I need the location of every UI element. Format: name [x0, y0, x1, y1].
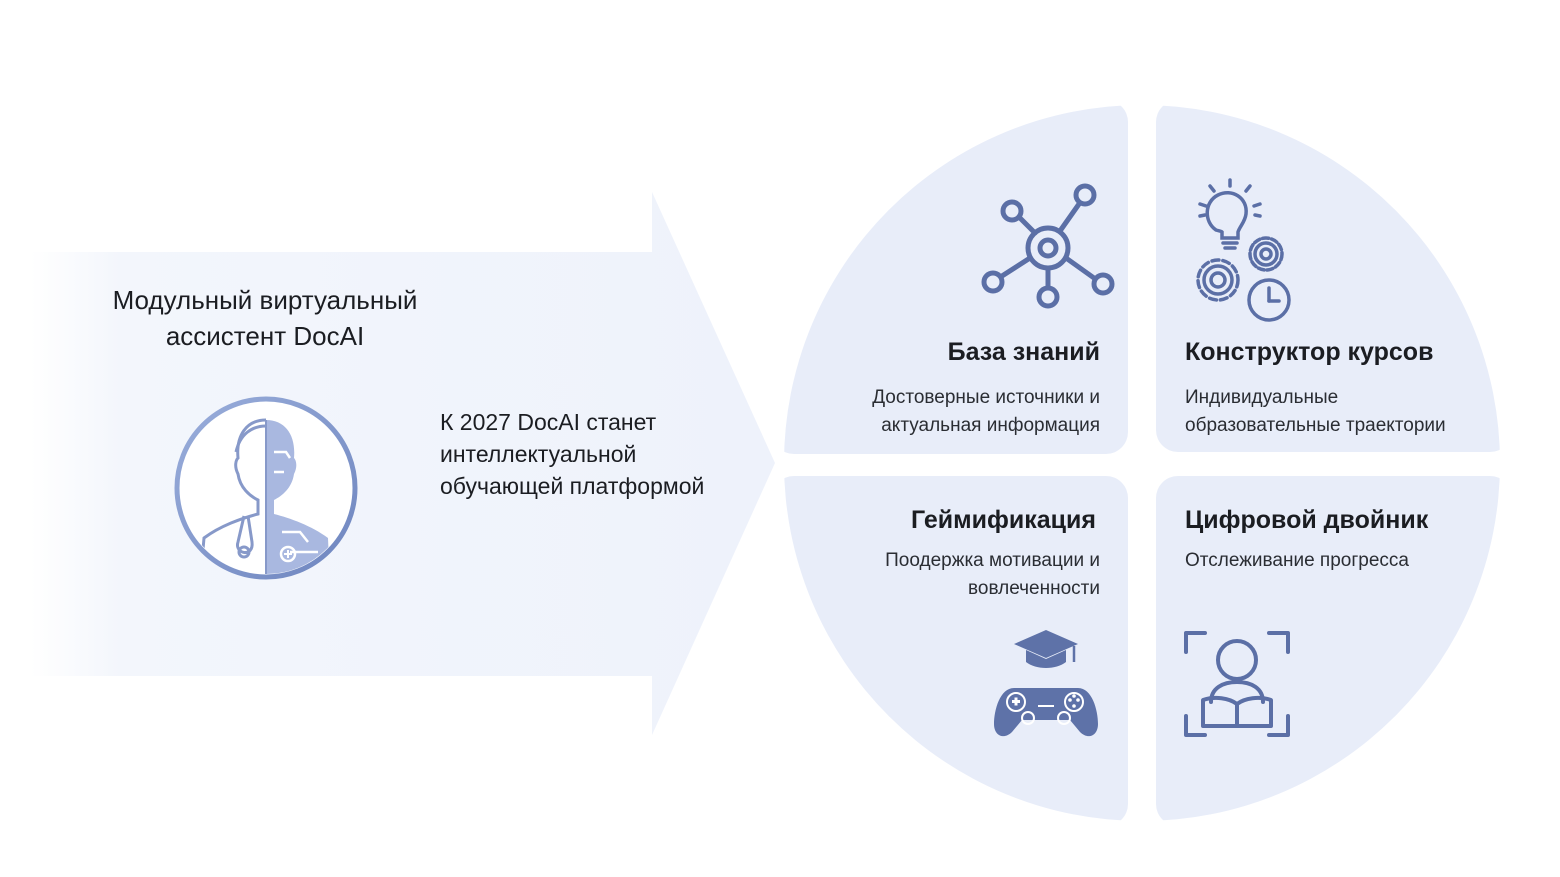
knowledge-network-icon	[981, 183, 1115, 309]
quadrant-text-course: Индивидуальные образовательные траектори…	[1185, 387, 1446, 436]
doctor-ai-avatar-icon	[174, 396, 358, 580]
quadrant-title-knowledge: База знаний	[947, 338, 1100, 366]
quadrant-title-digital-twin: Цифровой двойник	[1185, 506, 1429, 534]
tagline: К 2027 DocAI станет интеллектуальной обу…	[440, 409, 705, 499]
quadrant-text-gamification: Поодержка мотивации и вовлеченности	[885, 550, 1100, 599]
quadrant-title-gamification: Геймификация	[910, 506, 1096, 534]
module-title: Модульный виртуальный ассистент DocAI	[112, 285, 418, 351]
quadrant-text-knowledge: Достоверные источники и актуальная инфор…	[872, 387, 1100, 436]
gamepad-graduation-icon	[994, 630, 1098, 737]
digital-twin-icon	[1184, 631, 1290, 737]
course-builder-icon	[1196, 178, 1291, 322]
big-arrow	[30, 192, 775, 735]
quadrant-title-course: Конструктор курсов	[1185, 338, 1434, 366]
quadrant-text-digital-twin: Отслеживание прогресса	[1185, 550, 1409, 571]
